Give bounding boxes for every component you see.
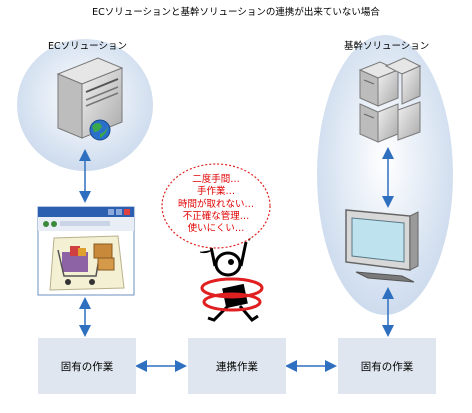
- thought-bubble: 二度手間… 手作業… 時間が取れない… 不正確な管理… 使いにくい…: [162, 164, 270, 252]
- ec-solution-label: ECソリューション: [48, 41, 127, 52]
- globe-icon: [89, 119, 111, 141]
- monitor-icon: [345, 209, 419, 283]
- thought-line: 使いにくい…: [187, 223, 245, 235]
- browser-window-icon: [37, 206, 135, 296]
- integration-work-box: 連携作業: [188, 338, 286, 394]
- thought-line: 二度手間…: [192, 174, 240, 185]
- shopping-cart-icon: [57, 243, 115, 285]
- thought-bubble-outline: [161, 163, 271, 249]
- thought-line: 手作業…: [196, 186, 235, 198]
- core-solution-label: 基幹ソリューション: [344, 41, 430, 52]
- server-rack-icon: [358, 57, 422, 143]
- diagram-title: ECソリューションと基幹ソリューションの連携が出来ていない場合: [92, 7, 380, 18]
- thought-bubble-text: 二度手間… 手作業… 時間が取れない… 不正確な管理… 使いにくい…: [162, 174, 270, 235]
- server-icon: [56, 57, 124, 139]
- thought-line: 時間が取れない…: [177, 198, 254, 210]
- right-specific-work-box: 固有の作業: [338, 338, 436, 394]
- left-specific-work-box: 固有の作業: [38, 338, 136, 394]
- thought-line: 不正確な管理…: [182, 210, 250, 222]
